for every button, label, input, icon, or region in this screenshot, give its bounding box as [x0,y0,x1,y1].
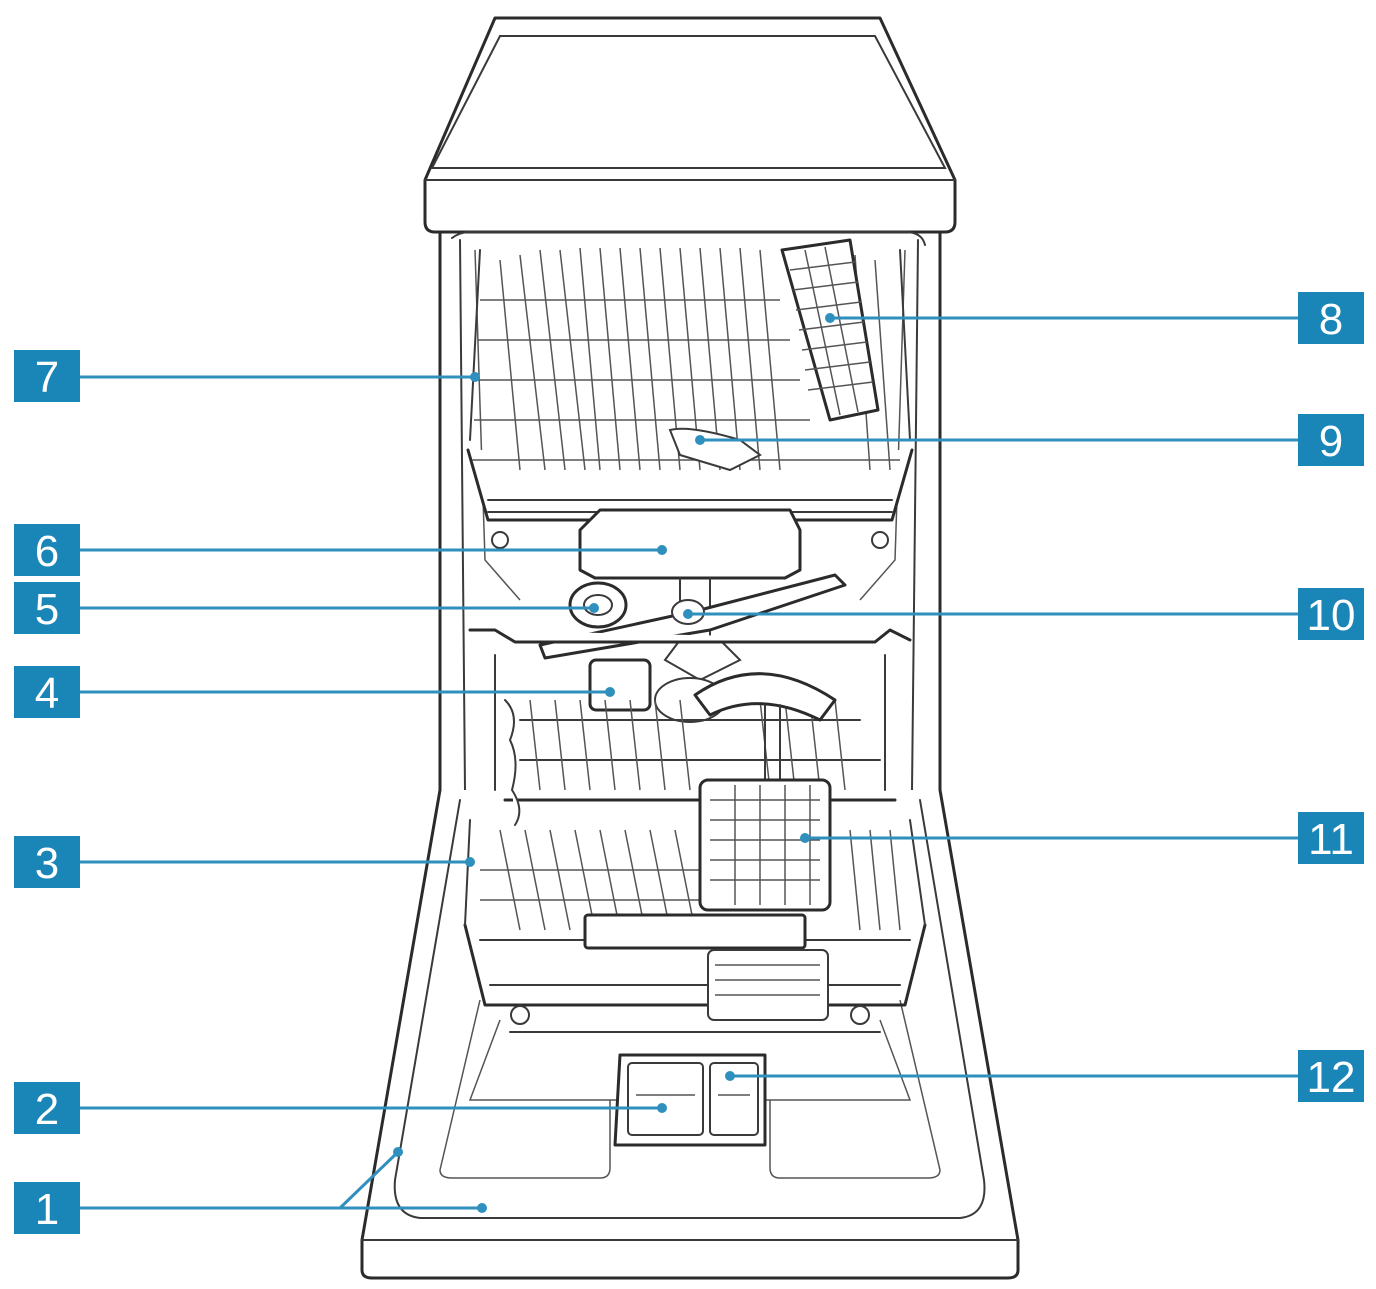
upper-basket [466,238,914,549]
cutlery-basket [693,672,837,1021]
callout-7: 7 [14,350,480,402]
label-badge-6 [14,524,80,576]
label-8: 8 [1319,295,1343,344]
label-7: 7 [35,353,59,402]
label-badge-11 [1298,812,1364,864]
label-badge-3 [14,836,80,888]
callout-1: 1 [14,1147,487,1234]
callout-6: 6 [14,524,667,576]
callout-2: 2 [14,1082,667,1134]
label-1: 1 [35,1185,59,1234]
callout-4: 4 [14,666,615,718]
dishwasher-illustration [360,16,1020,1280]
worktop [423,16,957,234]
label-badge-9 [1298,414,1364,466]
callout-9: 9 [695,414,1364,466]
label-4: 4 [35,669,59,718]
label-6: 6 [35,527,59,576]
callout-10: 10 [683,588,1364,640]
label-badge-12 [1298,1050,1364,1102]
callout-5: 5 [14,582,599,634]
label-11: 11 [1308,815,1354,864]
label-badge-2 [14,1082,80,1134]
label-badge-4 [14,666,80,718]
callout-8: 8 [825,292,1364,344]
label-10: 10 [1307,591,1356,640]
label-badge-7 [14,350,80,402]
callouts: 7 6 5 4 3 2 [14,292,1364,1234]
label-badge-1 [14,1182,80,1234]
label-9: 9 [1319,417,1343,466]
label-badge-5 [14,582,80,634]
detergent-dispenser [613,1053,767,1147]
callout-3: 3 [14,836,475,888]
label-badge-10 [1298,588,1364,640]
label-3: 3 [35,839,59,888]
label-5: 5 [35,585,59,634]
callout-11: 11 [800,812,1364,864]
label-12: 12 [1307,1053,1356,1102]
label-2: 2 [35,1085,59,1134]
door [360,788,1020,1280]
callout-12: 12 [725,1050,1364,1102]
label-badge-8 [1298,292,1364,344]
